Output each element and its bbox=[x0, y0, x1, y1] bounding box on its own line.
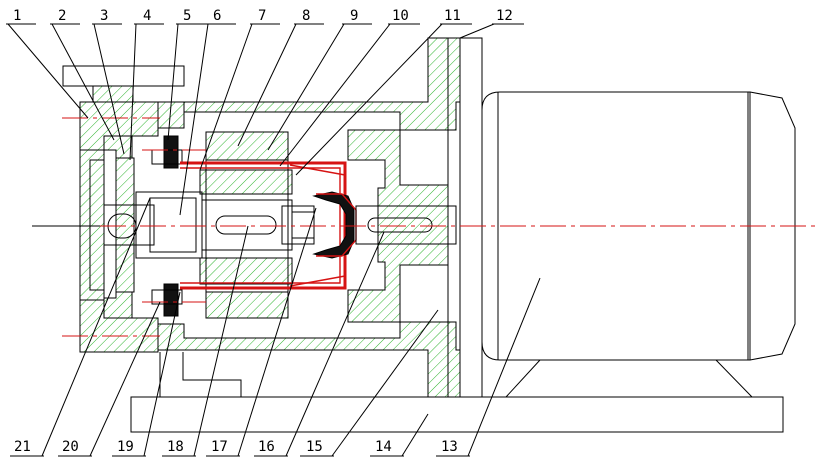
callout-18: 18 bbox=[162, 225, 249, 457]
callout-10: 10 bbox=[279, 8, 420, 167]
bracket-housing bbox=[157, 37, 483, 398]
callout-number-7: 7 bbox=[258, 8, 266, 24]
callout-5: 5 bbox=[167, 8, 206, 141]
callout-number-8: 8 bbox=[302, 8, 310, 24]
callout-number-16: 16 bbox=[258, 439, 275, 455]
callout-19: 19 bbox=[112, 291, 181, 457]
callout-number-21: 21 bbox=[14, 439, 31, 455]
motor bbox=[481, 91, 796, 398]
callout-number-17: 17 bbox=[211, 439, 228, 455]
callout-number-10: 10 bbox=[392, 8, 409, 24]
callout-number-2: 2 bbox=[58, 8, 66, 24]
callout-number-9: 9 bbox=[350, 8, 358, 24]
bottom-labels: 21 20 19 18 17 16 15 14 bbox=[10, 197, 541, 457]
pump-foot bbox=[159, 352, 242, 397]
impeller bbox=[103, 157, 155, 293]
callout-7: 7 bbox=[199, 8, 280, 171]
callout-number-19: 19 bbox=[117, 439, 134, 455]
callout-2: 2 bbox=[50, 8, 115, 141]
callout-number-5: 5 bbox=[183, 8, 191, 24]
callout-1: 1 bbox=[6, 8, 89, 119]
callout-3: 3 bbox=[92, 8, 125, 155]
callout-20: 20 bbox=[58, 301, 161, 457]
callout-number-18: 18 bbox=[167, 439, 184, 455]
pump-casing bbox=[62, 65, 185, 353]
callout-number-11: 11 bbox=[444, 8, 461, 24]
centerline bbox=[32, 117, 816, 337]
inner-magnet-rotor bbox=[199, 131, 293, 319]
callout-4: 4 bbox=[129, 8, 164, 161]
callout-number-13: 13 bbox=[441, 439, 458, 455]
callout-number-20: 20 bbox=[62, 439, 79, 455]
callout-6: 6 bbox=[179, 8, 236, 216]
callout-9: 9 bbox=[267, 8, 372, 151]
callout-14: 14 bbox=[370, 413, 429, 457]
callout-8: 8 bbox=[237, 8, 324, 147]
callout-15: 15 bbox=[300, 309, 439, 457]
top-labels: 1 2 3 4 5 6 7 8 bbox=[6, 8, 524, 216]
callout-13: 13 bbox=[436, 277, 541, 457]
callout-number-1: 1 bbox=[13, 8, 21, 24]
base-plate bbox=[130, 396, 784, 433]
callout-21: 21 bbox=[10, 197, 151, 457]
shaft bbox=[135, 191, 315, 259]
callout-11: 11 bbox=[295, 8, 472, 176]
callout-number-3: 3 bbox=[100, 8, 108, 24]
callout-12: 12 bbox=[459, 8, 524, 39]
motor-shaft bbox=[355, 205, 457, 245]
seal-rings bbox=[151, 135, 183, 317]
callout-number-4: 4 bbox=[143, 8, 151, 24]
callout-number-6: 6 bbox=[213, 8, 221, 24]
callout-17: 17 bbox=[206, 207, 317, 457]
end-cap bbox=[312, 191, 357, 259]
callout-number-12: 12 bbox=[496, 8, 513, 24]
callout-number-14: 14 bbox=[375, 439, 392, 455]
callout-16: 16 bbox=[254, 231, 385, 457]
callout-number-15: 15 bbox=[306, 439, 323, 455]
